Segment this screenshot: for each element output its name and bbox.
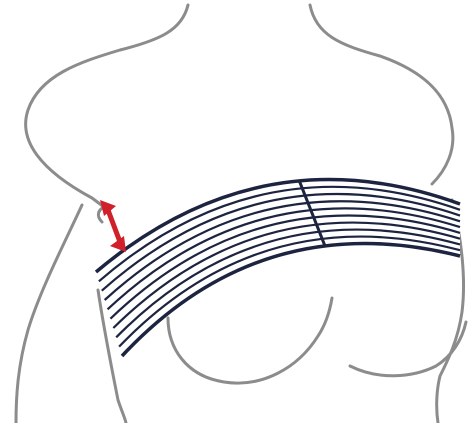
arrow-shaft: [108, 210, 120, 242]
right-breast-curve: [350, 322, 466, 376]
arm-left-line: [16, 205, 82, 423]
neck-left-line: [26, 5, 188, 207]
double-arrow-icon: [100, 200, 126, 252]
neck-right-line: [310, 5, 453, 184]
left-breast-curve: [168, 298, 332, 383]
support-band: [96, 180, 460, 356]
